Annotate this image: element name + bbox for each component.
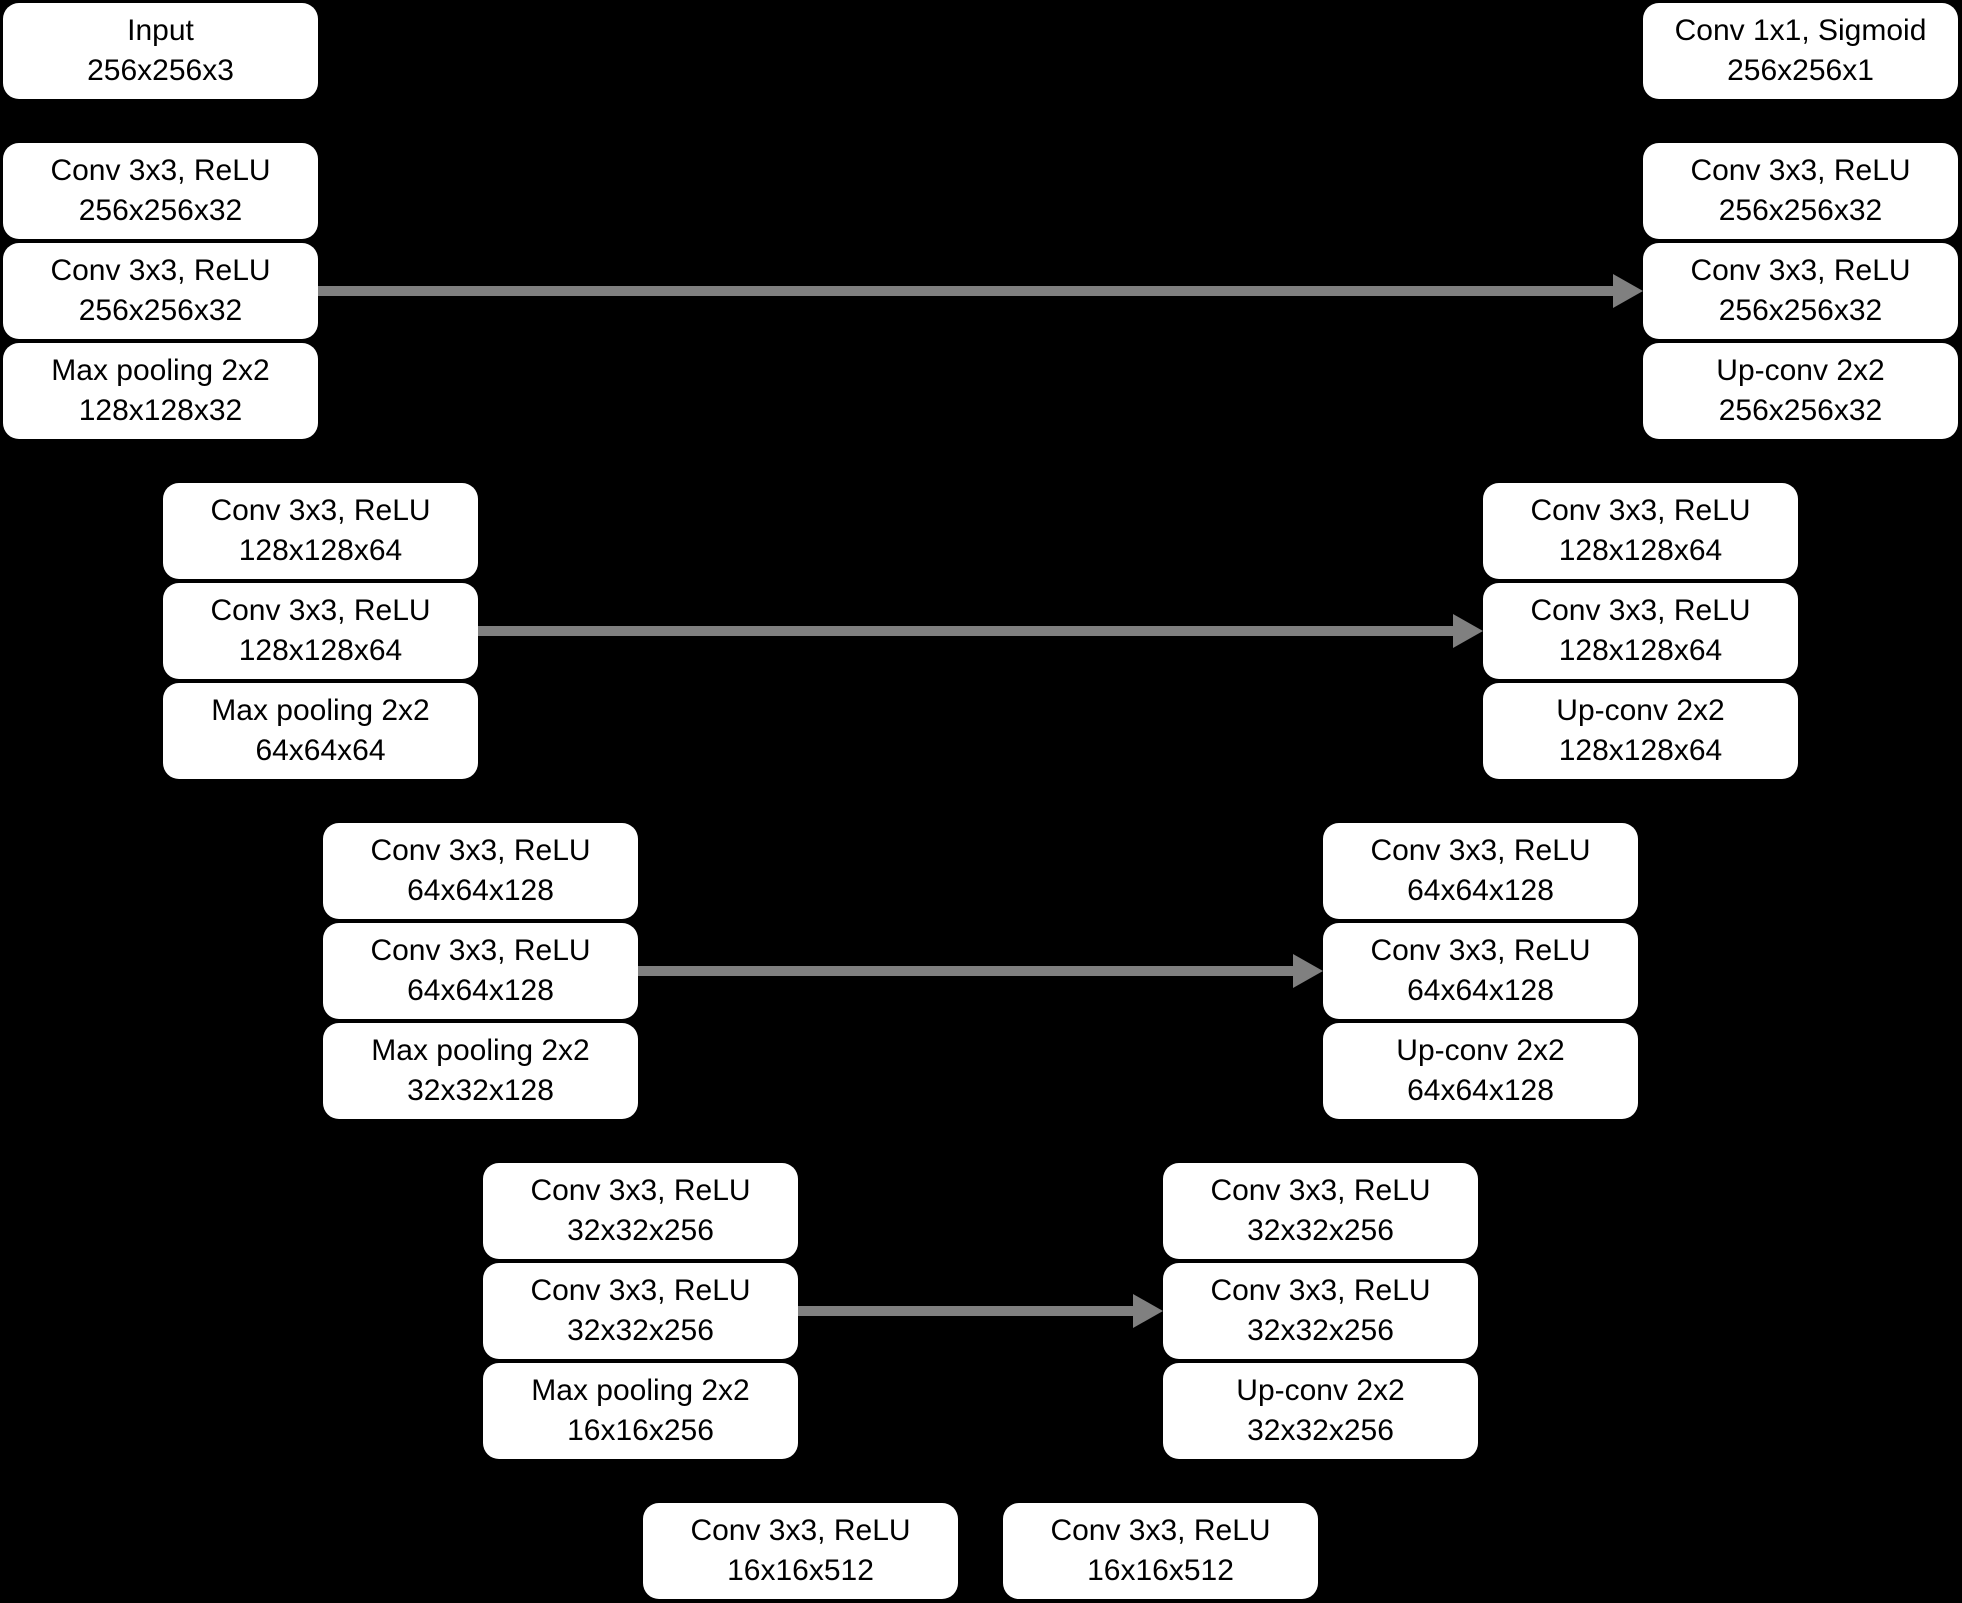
node-decoder4-conv1: Conv 3x3, ReLU 32x32x256 bbox=[1163, 1163, 1478, 1259]
node-encoder3-conv1: Conv 3x3, ReLU 64x64x128 bbox=[323, 823, 638, 919]
node-label: Conv 3x3, ReLU bbox=[1690, 254, 1911, 287]
node-decoder1-upconv: Up-conv 2x2 256x256x32 bbox=[1643, 343, 1958, 439]
node-sublabel: 16x16x256 bbox=[567, 1414, 714, 1447]
node-label: Conv 3x3, ReLU bbox=[210, 594, 431, 627]
node-sublabel: 256x256x32 bbox=[1718, 394, 1883, 427]
node-label: Up-conv 2x2 bbox=[1556, 694, 1725, 727]
node-label: Conv 3x3, ReLU bbox=[1690, 154, 1911, 187]
node-decoder4-conv2: Conv 3x3, ReLU 32x32x256 bbox=[1163, 1263, 1478, 1359]
arrow-head-icon bbox=[1453, 614, 1483, 648]
node-decoder3-conv1: Conv 3x3, ReLU 64x64x128 bbox=[1323, 823, 1638, 919]
node-label: Input bbox=[127, 14, 194, 47]
node-label: Conv 3x3, ReLU bbox=[690, 1514, 911, 1547]
node-label: Conv 3x3, ReLU bbox=[1050, 1514, 1271, 1547]
node-sublabel: 64x64x128 bbox=[407, 874, 554, 907]
skip-connection-arrow-level3 bbox=[638, 954, 1323, 988]
node-decoder1-conv2: Conv 3x3, ReLU 256x256x32 bbox=[1643, 243, 1958, 339]
arrow-head-icon bbox=[1293, 954, 1323, 988]
arrow-shaft bbox=[478, 626, 1459, 636]
node-encoder1-conv2: Conv 3x3, ReLU 256x256x32 bbox=[3, 243, 318, 339]
node-sublabel: 32x32x256 bbox=[1247, 1214, 1394, 1247]
arrow-shaft bbox=[638, 966, 1299, 976]
node-output-conv1x1-sigmoid: Conv 1x1, Sigmoid 256x256x1 bbox=[1643, 3, 1958, 99]
node-decoder2-conv1: Conv 3x3, ReLU 128x128x64 bbox=[1483, 483, 1798, 579]
arrow-shaft bbox=[318, 286, 1619, 296]
skip-connection-arrow-level2 bbox=[478, 614, 1483, 648]
node-sublabel: 128x128x32 bbox=[78, 394, 243, 427]
node-label: Conv 1x1, Sigmoid bbox=[1674, 14, 1927, 47]
node-sublabel: 256x256x32 bbox=[78, 294, 243, 327]
node-decoder2-conv2: Conv 3x3, ReLU 128x128x64 bbox=[1483, 583, 1798, 679]
node-sublabel: 256x256x3 bbox=[87, 54, 234, 87]
node-label: Max pooling 2x2 bbox=[51, 354, 270, 387]
node-sublabel: 64x64x128 bbox=[1407, 1074, 1554, 1107]
node-sublabel: 64x64x128 bbox=[1407, 974, 1554, 1007]
node-label: Conv 3x3, ReLU bbox=[530, 1274, 751, 1307]
node-bottleneck-conv2: Conv 3x3, ReLU 16x16x512 bbox=[1003, 1503, 1318, 1599]
node-label: Conv 3x3, ReLU bbox=[1370, 834, 1591, 867]
node-encoder4-conv1: Conv 3x3, ReLU 32x32x256 bbox=[483, 1163, 798, 1259]
node-encoder4-conv2: Conv 3x3, ReLU 32x32x256 bbox=[483, 1263, 798, 1359]
arrow-head-icon bbox=[1133, 1294, 1163, 1328]
node-sublabel: 64x64x128 bbox=[1407, 874, 1554, 907]
node-label: Conv 3x3, ReLU bbox=[1530, 494, 1751, 527]
node-sublabel: 256x256x32 bbox=[1718, 294, 1883, 327]
node-label: Conv 3x3, ReLU bbox=[1210, 1274, 1431, 1307]
node-sublabel: 32x32x256 bbox=[567, 1214, 714, 1247]
node-label: Conv 3x3, ReLU bbox=[530, 1174, 751, 1207]
node-label: Conv 3x3, ReLU bbox=[370, 834, 591, 867]
node-encoder1-maxpool: Max pooling 2x2 128x128x32 bbox=[3, 343, 318, 439]
node-label: Conv 3x3, ReLU bbox=[1210, 1174, 1431, 1207]
node-sublabel: 256x256x1 bbox=[1727, 54, 1874, 87]
node-label: Conv 3x3, ReLU bbox=[50, 254, 271, 287]
node-label: Conv 3x3, ReLU bbox=[370, 934, 591, 967]
node-sublabel: 128x128x64 bbox=[238, 534, 403, 567]
node-label: Conv 3x3, ReLU bbox=[1530, 594, 1751, 627]
node-bottleneck-conv1: Conv 3x3, ReLU 16x16x512 bbox=[643, 1503, 958, 1599]
node-label: Conv 3x3, ReLU bbox=[1370, 934, 1591, 967]
node-decoder1-conv1: Conv 3x3, ReLU 256x256x32 bbox=[1643, 143, 1958, 239]
node-sublabel: 16x16x512 bbox=[1087, 1554, 1234, 1587]
node-sublabel: 16x16x512 bbox=[727, 1554, 874, 1587]
node-encoder1-conv1: Conv 3x3, ReLU 256x256x32 bbox=[3, 143, 318, 239]
node-label: Max pooling 2x2 bbox=[371, 1034, 590, 1067]
node-encoder2-conv1: Conv 3x3, ReLU 128x128x64 bbox=[163, 483, 478, 579]
node-encoder3-maxpool: Max pooling 2x2 32x32x128 bbox=[323, 1023, 638, 1119]
node-sublabel: 64x64x64 bbox=[255, 734, 386, 767]
node-label: Up-conv 2x2 bbox=[1396, 1034, 1565, 1067]
skip-connection-arrow-level4 bbox=[798, 1294, 1163, 1328]
node-label: Conv 3x3, ReLU bbox=[50, 154, 271, 187]
node-sublabel: 128x128x64 bbox=[1558, 534, 1723, 567]
node-encoder4-maxpool: Max pooling 2x2 16x16x256 bbox=[483, 1363, 798, 1459]
node-decoder2-upconv: Up-conv 2x2 128x128x64 bbox=[1483, 683, 1798, 779]
node-sublabel: 256x256x32 bbox=[1718, 194, 1883, 227]
node-sublabel: 256x256x32 bbox=[78, 194, 243, 227]
node-sublabel: 64x64x128 bbox=[407, 974, 554, 1007]
node-sublabel: 32x32x256 bbox=[567, 1314, 714, 1347]
node-label: Max pooling 2x2 bbox=[211, 694, 430, 727]
arrow-shaft bbox=[798, 1306, 1139, 1316]
node-label: Up-conv 2x2 bbox=[1716, 354, 1885, 387]
skip-connection-arrow-level1 bbox=[318, 274, 1643, 308]
node-decoder3-upconv: Up-conv 2x2 64x64x128 bbox=[1323, 1023, 1638, 1119]
node-label: Up-conv 2x2 bbox=[1236, 1374, 1405, 1407]
node-label: Max pooling 2x2 bbox=[531, 1374, 750, 1407]
node-sublabel: 128x128x64 bbox=[238, 634, 403, 667]
node-sublabel: 32x32x256 bbox=[1247, 1414, 1394, 1447]
node-label: Conv 3x3, ReLU bbox=[210, 494, 431, 527]
arrow-head-icon bbox=[1613, 274, 1643, 308]
node-decoder3-conv2: Conv 3x3, ReLU 64x64x128 bbox=[1323, 923, 1638, 1019]
node-sublabel: 128x128x64 bbox=[1558, 734, 1723, 767]
node-sublabel: 128x128x64 bbox=[1558, 634, 1723, 667]
node-decoder4-upconv: Up-conv 2x2 32x32x256 bbox=[1163, 1363, 1478, 1459]
node-encoder2-maxpool: Max pooling 2x2 64x64x64 bbox=[163, 683, 478, 779]
node-sublabel: 32x32x256 bbox=[1247, 1314, 1394, 1347]
node-encoder2-conv2: Conv 3x3, ReLU 128x128x64 bbox=[163, 583, 478, 679]
node-sublabel: 32x32x128 bbox=[407, 1074, 554, 1107]
node-input: Input 256x256x3 bbox=[3, 3, 318, 99]
node-encoder3-conv2: Conv 3x3, ReLU 64x64x128 bbox=[323, 923, 638, 1019]
